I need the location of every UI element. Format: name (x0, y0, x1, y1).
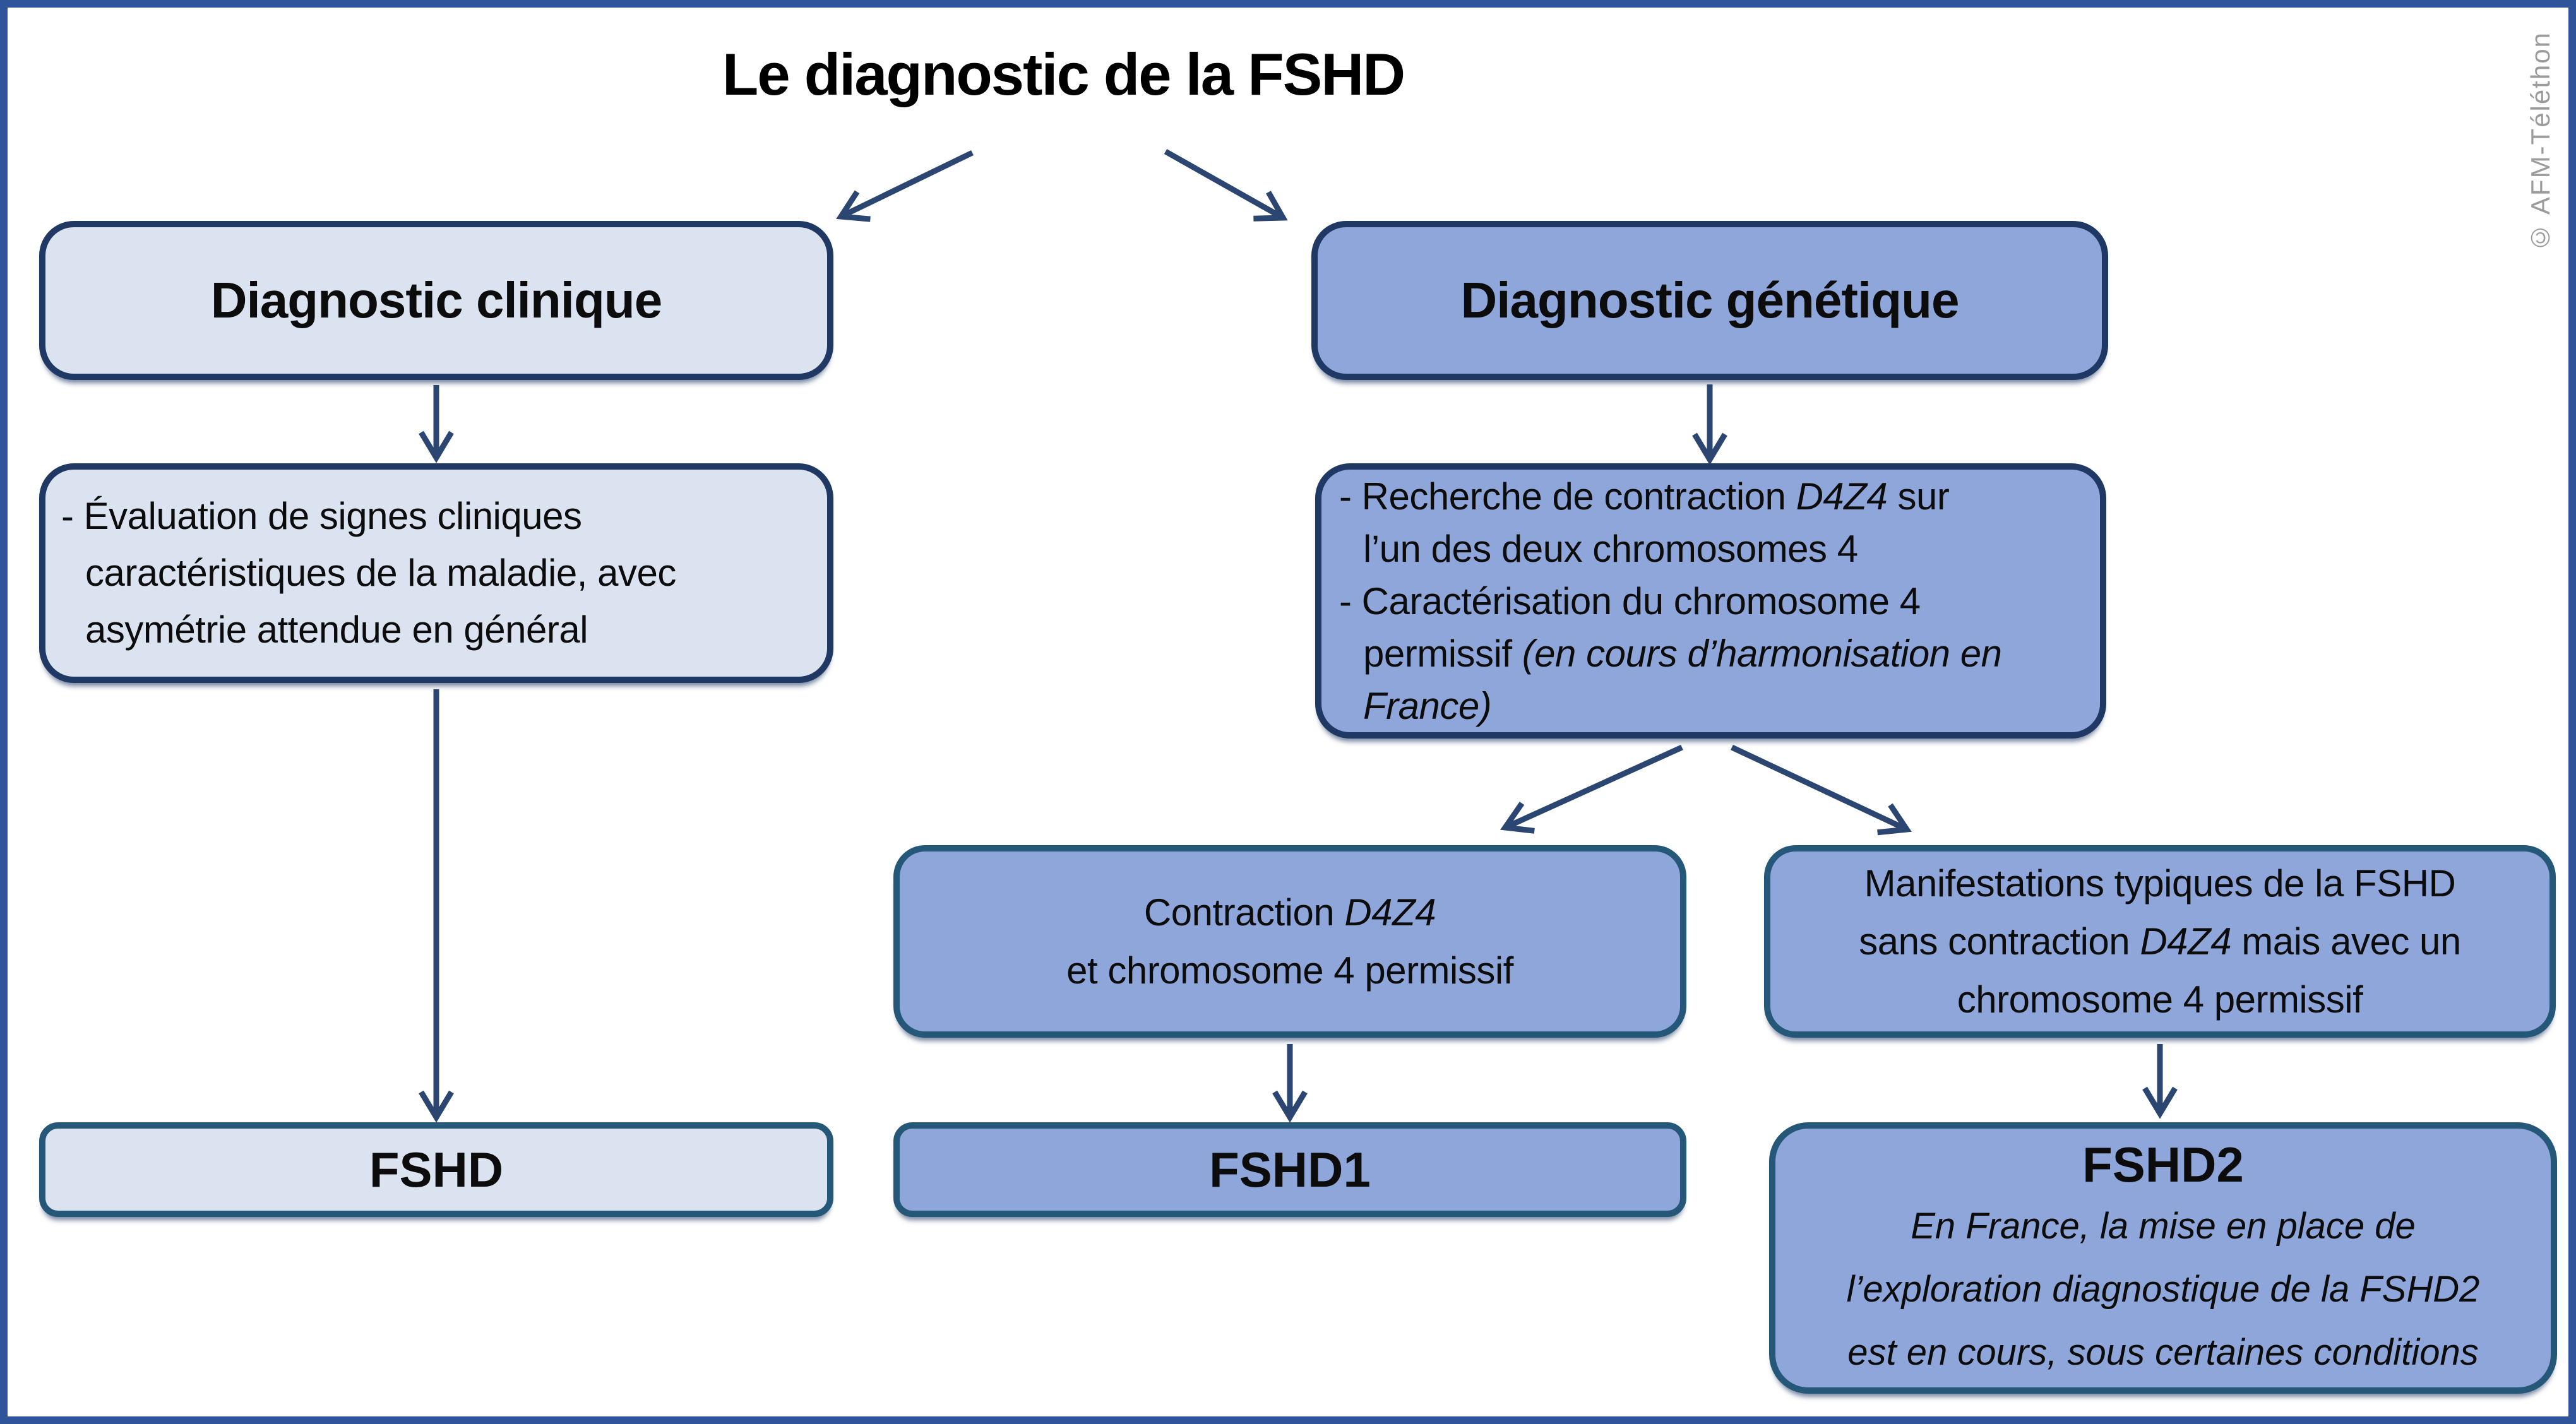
arrow-contraction-to-fshd1 (1272, 1044, 1308, 1123)
fshd1-result-box: FSHD1 (893, 1122, 1686, 1217)
fshd-result-label: FSHD (369, 1141, 504, 1197)
page-title: Le diagnostic de la FSHD (722, 41, 1405, 107)
arrow-description-to-fshd (419, 689, 454, 1123)
fshd1-result-label: FSHD1 (1209, 1141, 1371, 1197)
genetic-diagnosis-box: Diagnostic génétique (1311, 221, 2108, 380)
arrow-title-to-genetic (1164, 149, 1288, 222)
fshd2-result-label: FSHD2 (2082, 1137, 2244, 1192)
arrow-manifestations-to-fshd2 (2142, 1044, 2178, 1119)
genetic-diagnosis-label: Diagnostic génétique (1460, 272, 1960, 328)
arrow-clinical-to-description (419, 385, 454, 463)
arrow-title-to-clinical (836, 150, 974, 222)
copyright-watermark: © AFM-Téléthon (2525, 32, 2555, 253)
clinical-diagnosis-box: Diagnostic clinique (39, 221, 833, 380)
arrow-genetic-to-contraction (1500, 744, 1683, 834)
fshd-result-box: FSHD (39, 1122, 833, 1217)
arrow-genetic-to-description (1692, 384, 1727, 465)
arrow-genetic-to-no-contraction (1731, 744, 1912, 836)
clinical-diagnosis-label: Diagnostic clinique (210, 272, 662, 328)
